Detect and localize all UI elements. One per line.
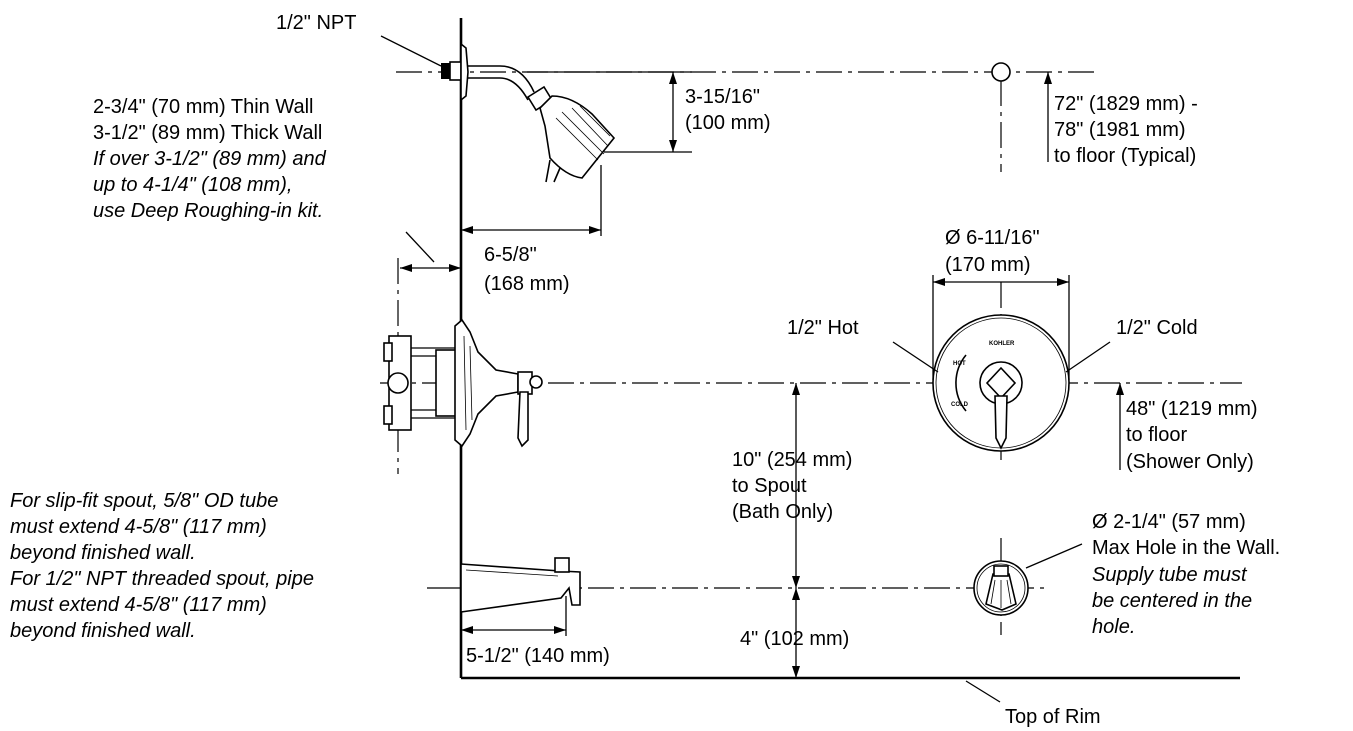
head-height-line-2: 78" (1981 mm) [1054,119,1186,141]
head-height-line-1: 72" (1829 mm) - [1054,93,1198,115]
thin-wall-label: 2-3/4" (70 mm) Thin Wall [93,96,314,118]
trim-hot-label: HOT [953,361,966,367]
spout-rise-line-1: 10" (254 mm) [732,449,852,471]
deep-kit-note-line-2: up to 4-1/4" (108 mm), [93,174,292,196]
spout-note-line-1: For slip-fit spout, 5/8" OD tube [10,490,278,512]
tub-spout-icon [460,557,581,613]
deep-kit-note-line-1: If over 3-1/2" (89 mm) and [93,148,327,170]
valve-height-line-3: (Shower Only) [1126,451,1254,473]
tub-spout-front-icon [973,560,1029,616]
spout-note-line-3: beyond finished wall. [10,542,196,564]
npt-label: 1/2" NPT [276,12,356,34]
head-drop-dim-line-1: 3-15/16" [685,86,760,108]
valve-trim-front-icon: HOT COLD KOHLER [932,314,1070,452]
spout-rise-line-3: (Bath Only) [732,501,833,523]
hole-note-line-2: be centered in the [1092,590,1252,612]
hole-dim-line-2: Max Hole in the Wall. [1092,537,1280,559]
deep-kit-note-line-3: use Deep Roughing-in kit. [93,200,323,222]
spout-note-line-4: For 1/2" NPT threaded spout, pipe [10,568,314,590]
trim-brand-label: KOHLER [989,341,1015,347]
trim-diameter-line-2: (170 mm) [945,254,1031,276]
hole-note-line-1: Supply tube must [1092,564,1248,586]
rim-height-dim: 4" (102 mm) [740,628,849,650]
spout-note-line-6: beyond finished wall. [10,620,196,642]
valve-height-line-2: to floor [1126,424,1187,446]
head-height-line-3: to floor (Typical) [1054,145,1196,167]
dimension-arrowheads [400,72,1124,678]
valve-trim-icon [454,318,543,448]
hot-supply-label: 1/2" Hot [787,317,859,339]
head-drop-dim-line-2: (100 mm) [685,112,771,134]
shower-head-target-icon [991,62,1011,82]
spout-rise-line-2: to Spout [732,475,807,497]
trim-cold-label: COLD [951,402,969,408]
valve-height-line-1: 48" (1219 mm) [1126,398,1258,420]
top-of-rim-label: Top of Rim [1005,706,1101,728]
hole-dim-line-1: Ø 2-1/4" (57 mm) [1092,511,1246,533]
shower-head-icon [441,42,616,183]
arm-reach-dim-line-1: 6-5/8" [484,244,537,266]
cold-supply-label: 1/2" Cold [1116,317,1198,339]
trim-diameter-line-1: Ø 6-11/16" [945,227,1040,249]
hole-note-line-3: hole. [1092,616,1135,638]
spout-reach-dim: 5-1/2" (140 mm) [466,645,610,667]
arm-reach-dim-line-2: (168 mm) [484,273,570,295]
thick-wall-label: 3-1/2" (89 mm) Thick Wall [93,122,322,144]
spout-note-line-5: must extend 4-5/8" (117 mm) [10,594,267,616]
spout-note-line-2: must extend 4-5/8" (117 mm) [10,516,267,538]
